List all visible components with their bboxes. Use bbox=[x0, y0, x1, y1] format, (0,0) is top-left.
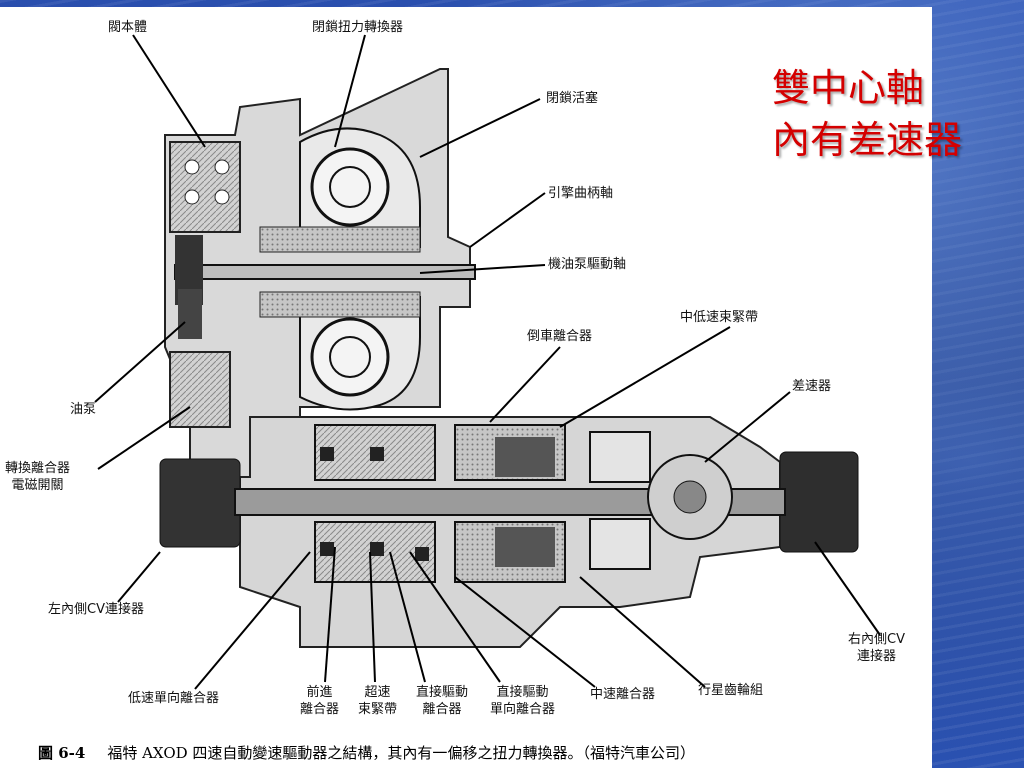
label-crankshaft: 引擎曲柄軸 bbox=[548, 186, 614, 201]
label-lockup-converter: 閉鎖扭力轉換器 bbox=[312, 20, 404, 35]
leader-lines bbox=[94, 34, 881, 690]
label-differential: 差速器 bbox=[792, 379, 832, 394]
left-cv-stub bbox=[159, 458, 241, 548]
transaxle-cutaway-drawing bbox=[94, 34, 881, 690]
label-planetary-set: 行星齒輪組 bbox=[698, 683, 764, 698]
label-forward-clutch-line1: 前進 bbox=[306, 685, 333, 700]
slide-title: 雙中心軸 內有差速器 bbox=[772, 62, 962, 166]
label-right-cv: 右內側CV 連接器 bbox=[848, 631, 905, 665]
label-low-inter-band: 中低速束緊帶 bbox=[680, 310, 759, 325]
valve-body-block bbox=[169, 141, 241, 233]
right-cv-stub bbox=[779, 451, 859, 553]
label-forward-clutch: 前進 離合器 bbox=[300, 684, 339, 718]
label-overdrive-band: 超速 束緊帶 bbox=[358, 684, 397, 718]
label-reverse-clutch: 倒車離合器 bbox=[527, 329, 593, 344]
label-direct-clutch: 直接驅動 離合器 bbox=[416, 684, 468, 718]
label-oil-pump-drive: 機油泵驅動軸 bbox=[548, 257, 627, 272]
slide-title-line2: 內有差速器 bbox=[772, 118, 963, 162]
label-low-oneway-clutch: 低速單向離合器 bbox=[128, 691, 220, 706]
label-direct-oneway-line2: 單向離合器 bbox=[490, 702, 556, 717]
label-direct-oneway: 直接驅動 單向離合器 bbox=[490, 684, 555, 718]
label-forward-clutch-line2: 離合器 bbox=[300, 702, 340, 717]
label-right-cv-line2: 連接器 bbox=[856, 649, 896, 664]
diagram-panel: 閥本體 閉鎖扭力轉換器 閉鎖活塞 引擎曲柄軸 機油泵驅動軸 中低速束緊帶 倒車離… bbox=[0, 7, 932, 768]
figure-caption-text: 福特 AXOD 四速自動變速驅動器之結構，其內有一偏移之扭力轉換器。（福特汽車公… bbox=[107, 744, 695, 762]
label-converter-solenoid-line2: 電磁開關 bbox=[11, 478, 64, 493]
label-left-cv: 左內側CV連接器 bbox=[48, 602, 144, 617]
label-converter-solenoid-line1: 轉換離合器 bbox=[5, 461, 71, 476]
label-direct-clutch-line2: 離合器 bbox=[422, 702, 462, 717]
label-right-cv-line1: 右內側CV bbox=[848, 632, 905, 647]
label-direct-oneway-line1: 直接驅動 bbox=[496, 685, 549, 700]
label-direct-clutch-line1: 直接驅動 bbox=[416, 685, 469, 700]
label-lockup-piston: 閉鎖活塞 bbox=[546, 91, 599, 106]
label-intermediate-clutch: 中速離合器 bbox=[590, 687, 656, 702]
label-overdrive-band-line2: 束緊帶 bbox=[358, 702, 398, 717]
label-overdrive-band-line1: 超速 bbox=[364, 685, 391, 700]
slide-title-line1: 雙中心軸 bbox=[772, 66, 925, 110]
label-oil-pump: 油泵 bbox=[70, 402, 97, 417]
label-valve-body: 閥本體 bbox=[108, 20, 148, 35]
figure-number: 圖 6-4 bbox=[38, 744, 86, 762]
label-converter-solenoid: 轉換離合器 電磁開關 bbox=[5, 460, 70, 494]
figure-caption: 圖 6-4 福特 AXOD 四速自動變速驅動器之結構，其內有一偏移之扭力轉換器。（… bbox=[38, 742, 695, 763]
